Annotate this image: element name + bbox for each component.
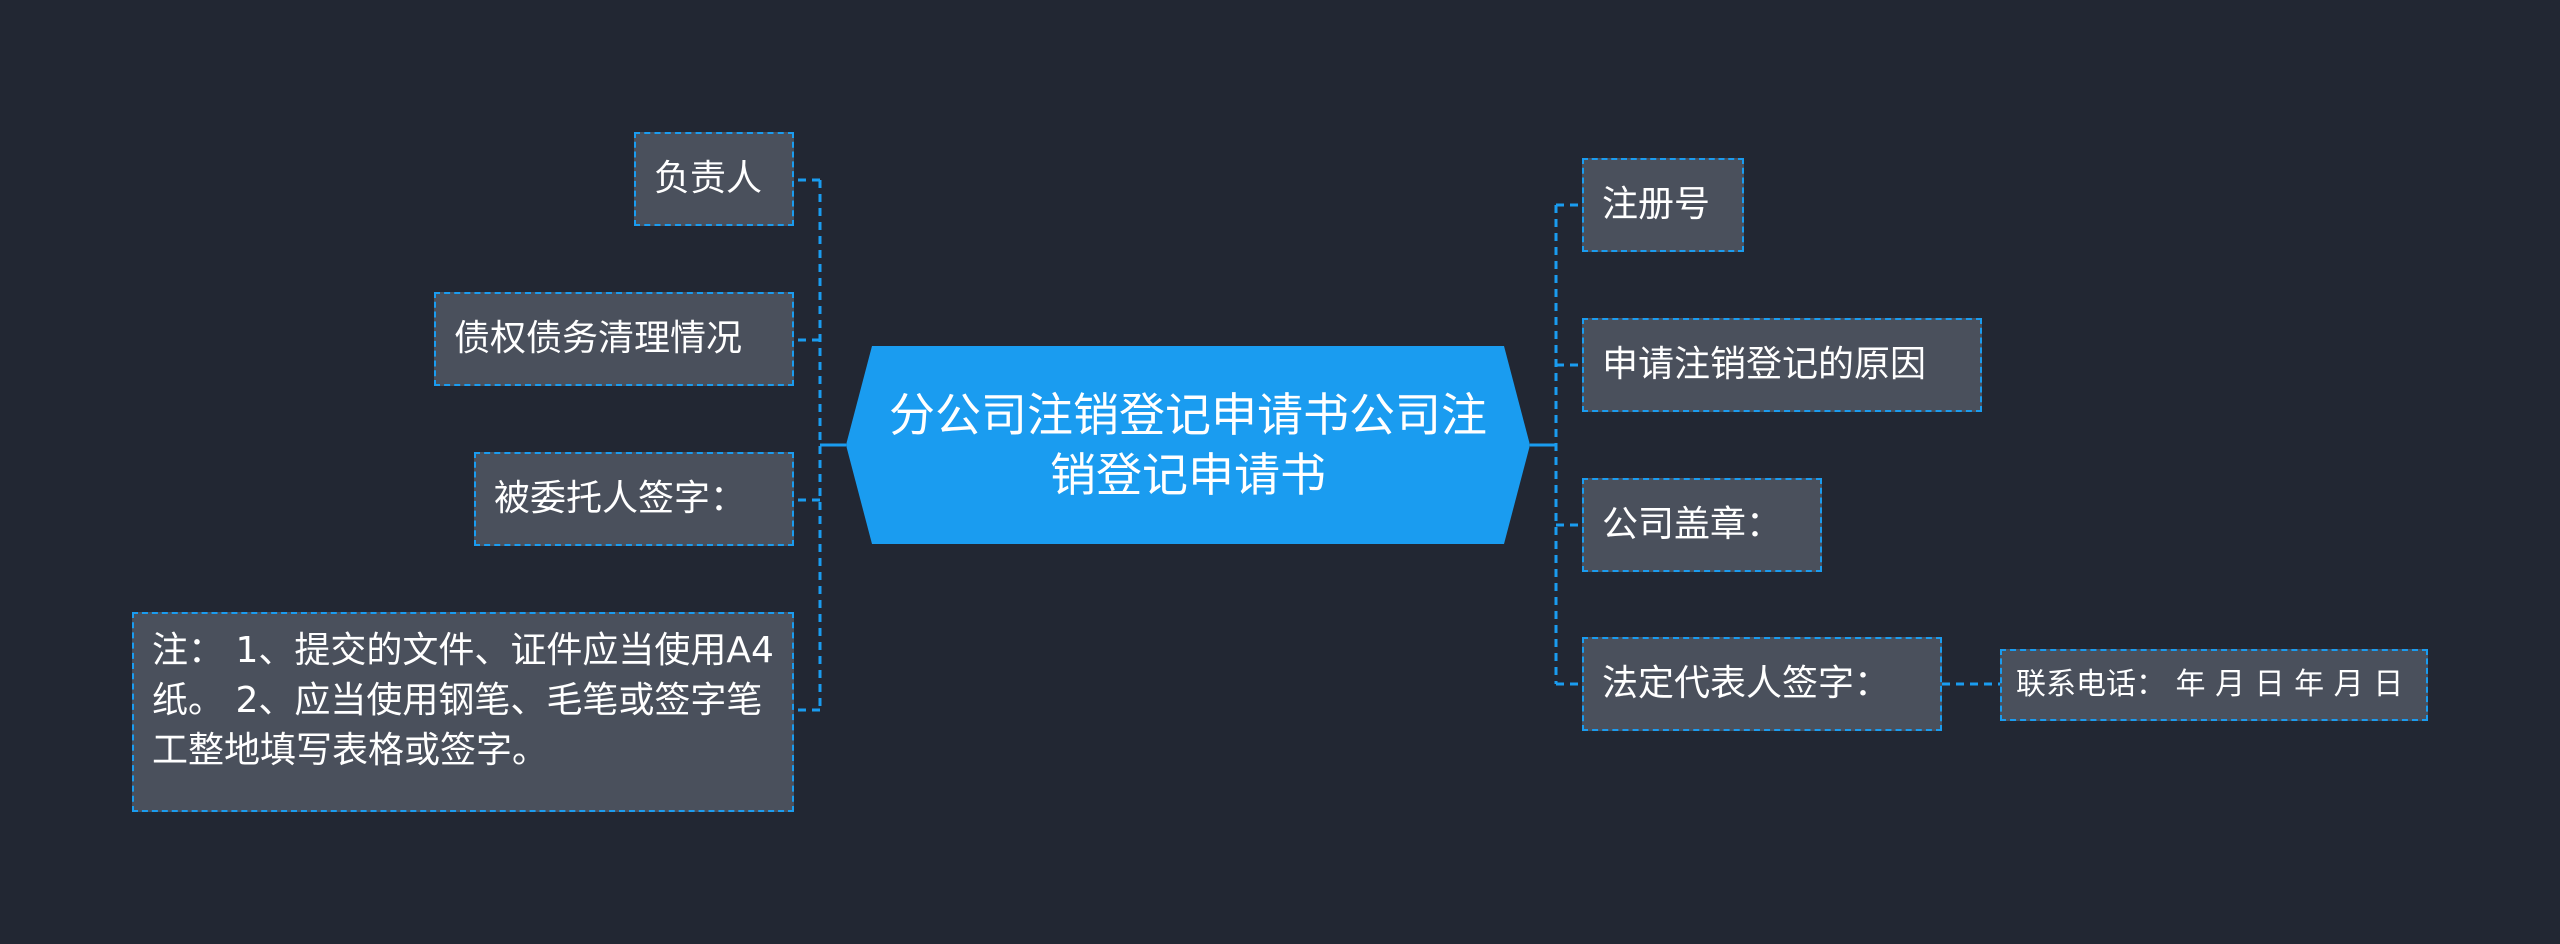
left-node-debt-settlement[interactable]: 债权债务清理情况 — [434, 292, 794, 386]
node-label: 法定代表人签字： — [1602, 663, 1891, 704]
node-label: 债权债务清理情况 — [454, 318, 743, 359]
node-label: 公司盖章： — [1602, 504, 1783, 545]
root-shape — [846, 346, 1530, 544]
root-node[interactable]: 分公司注销登记申请书公司注销登记申请书 — [846, 346, 1530, 544]
root-label: 分公司注销登记申请书公司注销登记申请书 — [889, 388, 1487, 502]
node-label: 申请注销登记的原因 — [1602, 344, 1927, 385]
left-node-responsible-person[interactable]: 负责人 — [634, 132, 794, 226]
right-node-legal-rep-signature[interactable]: 法定代表人签字： — [1582, 637, 1942, 731]
node-label: 联系电话： 年 月 日 年 月 日 — [2016, 667, 2404, 702]
node-label: 负责人 — [654, 158, 763, 199]
right-node-company-seal[interactable]: 公司盖章： — [1582, 478, 1822, 572]
left-node-agent-signature[interactable]: 被委托人签字： — [474, 452, 794, 546]
right-node-registration-number[interactable]: 注册号 — [1582, 158, 1744, 252]
node-label: 被委托人签字： — [494, 478, 747, 519]
left-node-notes[interactable]: 注： 1、提交的文件、证件应当使用A4纸。 2、应当使用钢笔、毛笔或签字笔工整地… — [132, 612, 794, 812]
node-label: 注： 1、提交的文件、证件应当使用A4纸。 2、应当使用钢笔、毛笔或签字笔工整地… — [152, 630, 774, 771]
node-label: 注册号 — [1602, 184, 1711, 225]
right-node-cancellation-reason[interactable]: 申请注销登记的原因 — [1582, 318, 1982, 412]
sub-node-contact-phone[interactable]: 联系电话： 年 月 日 年 月 日 — [2000, 649, 2428, 721]
